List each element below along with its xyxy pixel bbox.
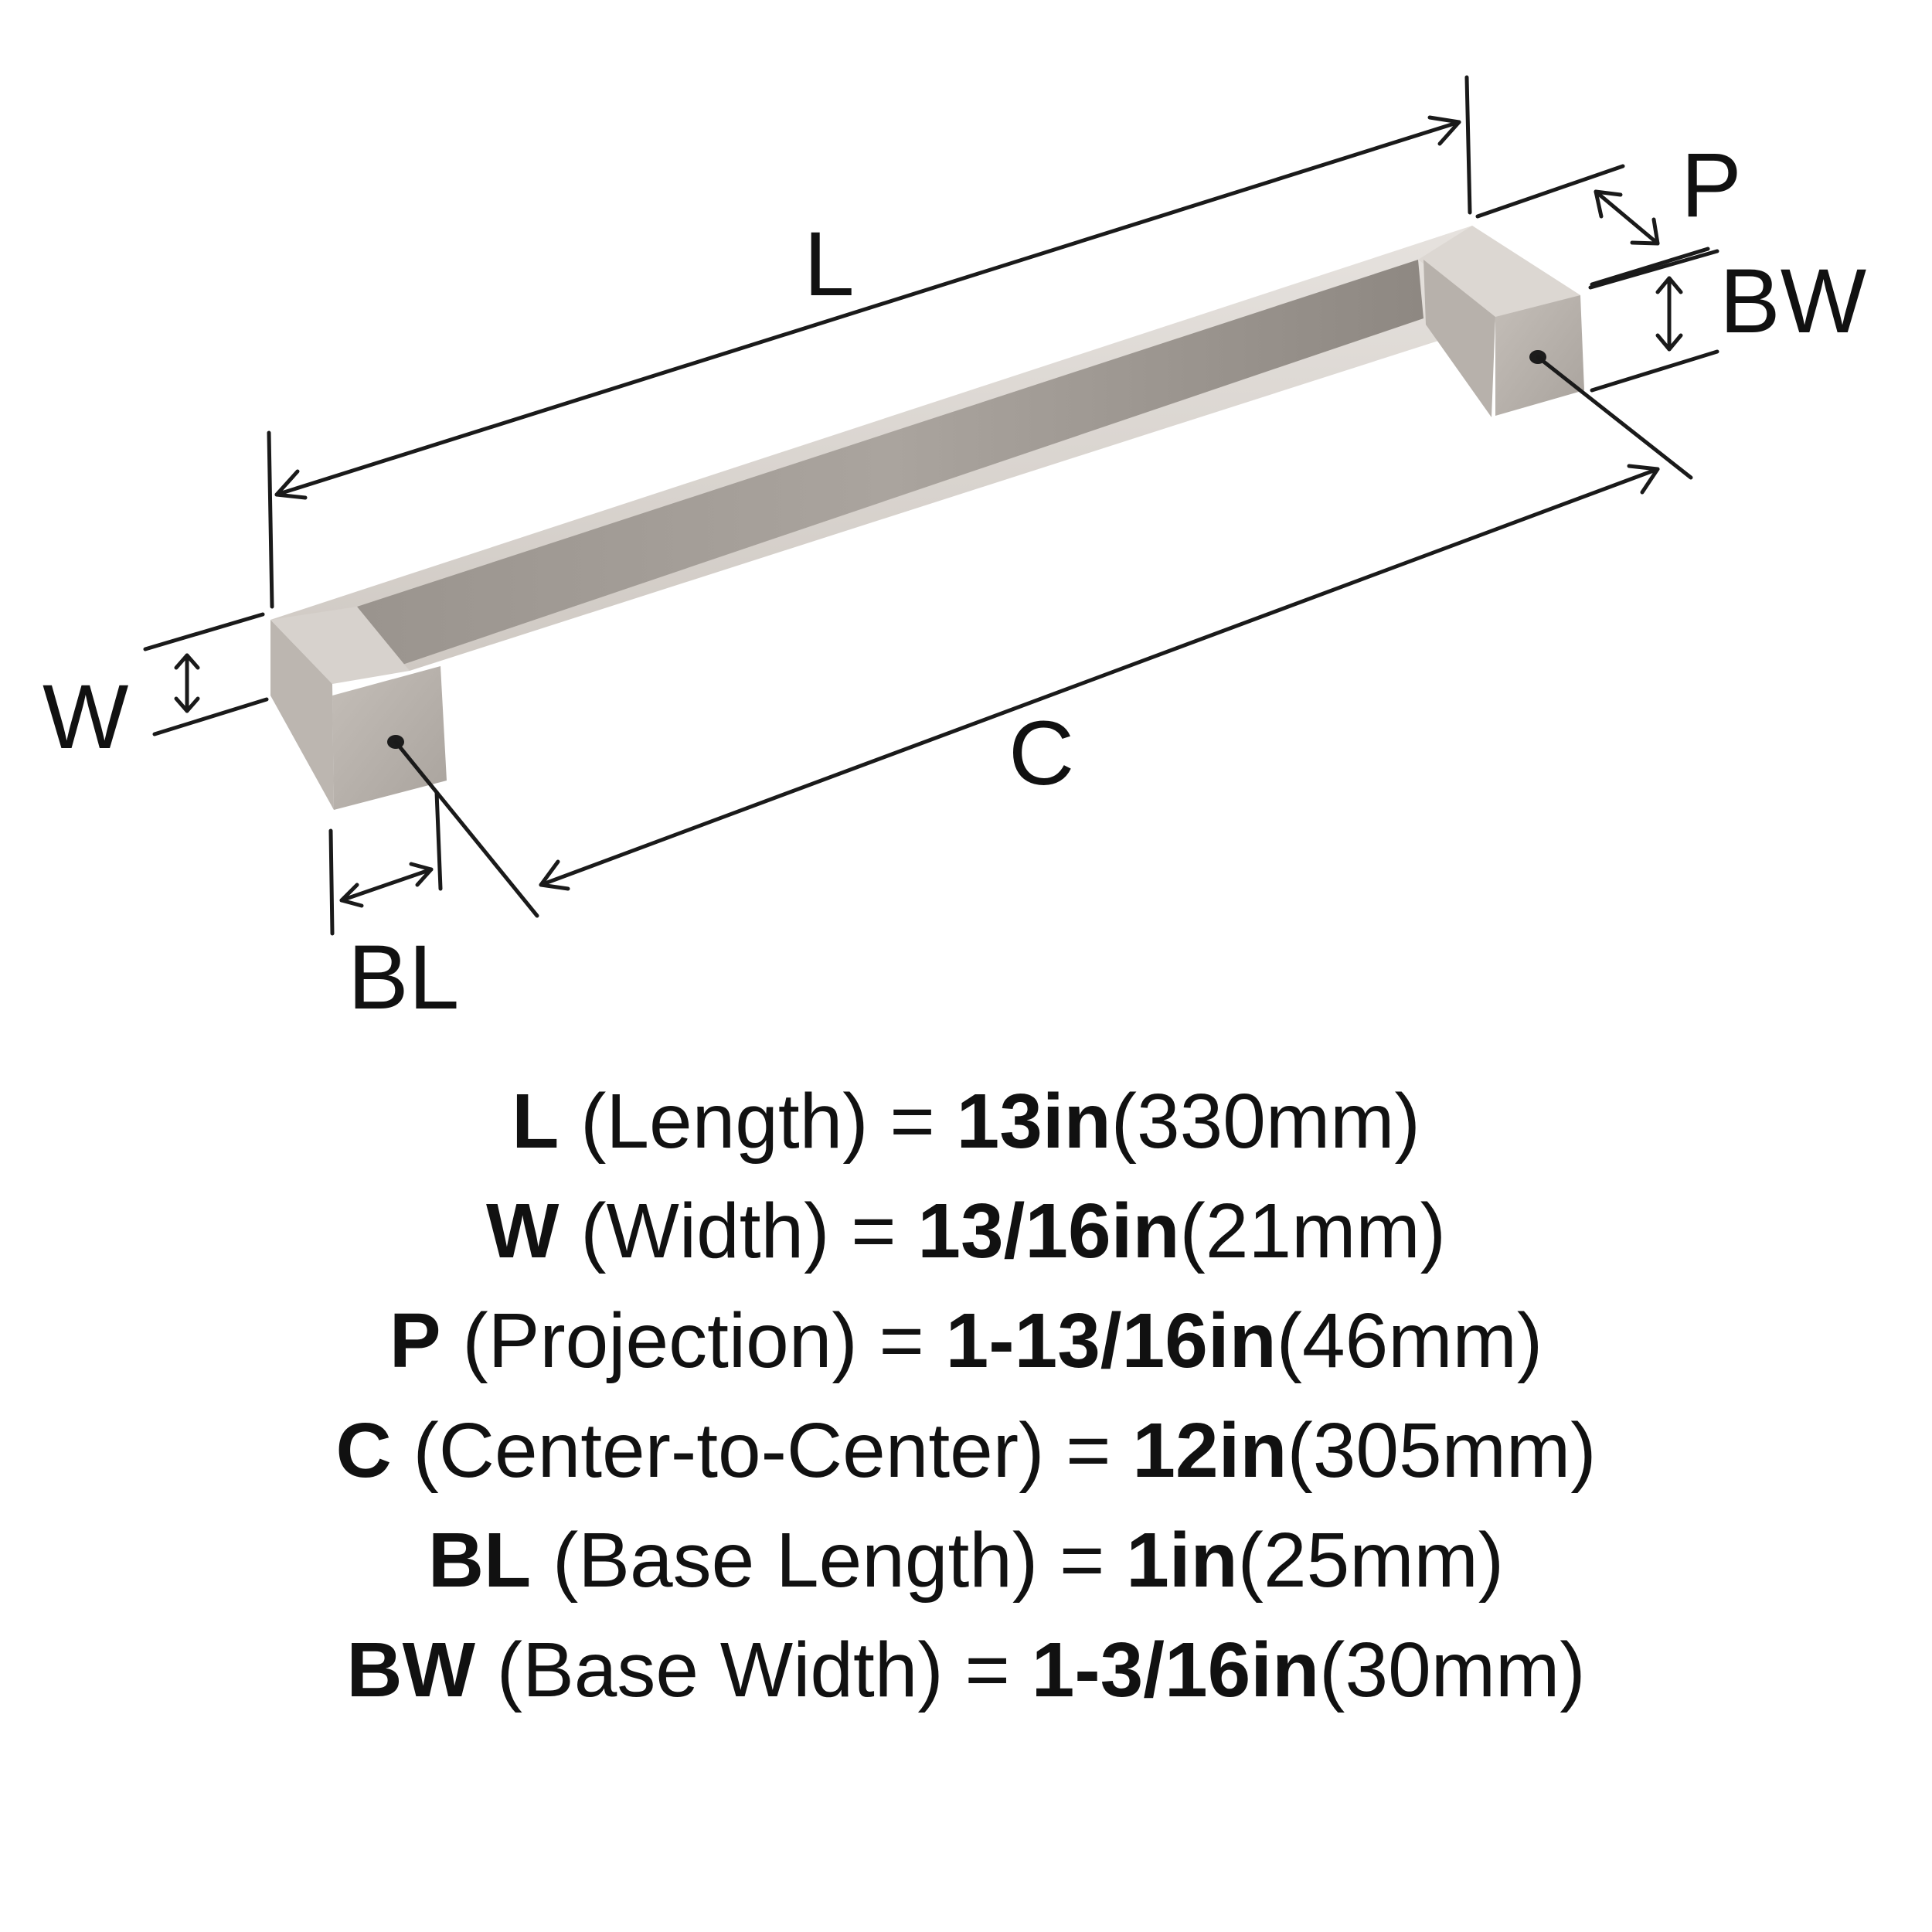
width-arrow-top-icon: [174, 653, 200, 670]
width-extension-bottom: [152, 697, 269, 736]
base-length-dimension-line: [339, 867, 434, 903]
spec-value: 1-13/16in: [945, 1298, 1277, 1384]
base-width-extension-bottom: [1590, 349, 1719, 393]
spec-key: C: [335, 1407, 392, 1494]
spec-metric: (25mm): [1237, 1517, 1505, 1604]
projection-arrow-top-icon: [1594, 189, 1623, 219]
spec-metric: (330mm): [1111, 1078, 1420, 1165]
spec-equals: =: [851, 1188, 896, 1274]
handle-illustration: [270, 226, 1584, 810]
spec-key: L: [512, 1078, 560, 1165]
center-arrow-right-icon: [1627, 464, 1660, 495]
handle-right-top: [1418, 226, 1580, 317]
base-width-arrow-top-icon: [1655, 276, 1683, 294]
dimension-length: L: [267, 75, 1472, 609]
center-leader-right: [1536, 355, 1693, 480]
base-width-label: BW: [1719, 250, 1866, 352]
base-width-extension-top: [1588, 249, 1719, 290]
spec-value: 13/16in: [917, 1188, 1180, 1274]
spec-row-base-length: BL (Base Length) = 1in(25mm): [0, 1505, 1932, 1615]
spec-key: BW: [346, 1627, 475, 1713]
spec-metric: (46mm): [1276, 1298, 1543, 1384]
base-length-arrow-left-icon: [339, 883, 364, 908]
length-arrow-right-icon: [1427, 115, 1461, 146]
spec-value: 1in: [1126, 1517, 1238, 1604]
handle-left-post-side: [270, 620, 334, 810]
width-arrow-bottom-icon: [174, 696, 200, 713]
length-extension-right: [1464, 75, 1472, 215]
projection-extension-top: [1475, 164, 1625, 219]
spec-equals: =: [889, 1078, 935, 1165]
dimension-base-width: BW: [1588, 249, 1866, 393]
width-extension-top: [143, 612, 265, 651]
spec-row-base-width: BW (Base Width) = 1-3/16in(30mm): [0, 1615, 1932, 1725]
base-length-extension-left: [328, 828, 335, 936]
spec-row-length: L (Length) = 13in(330mm): [0, 1066, 1932, 1176]
center-leader-left: [393, 740, 539, 918]
spec-key: W: [486, 1188, 560, 1274]
projection-arrow-bottom-icon: [1630, 217, 1660, 246]
handle-bar-inner: [357, 260, 1423, 666]
spec-equals: =: [1066, 1407, 1111, 1494]
spec-equals: =: [964, 1627, 1010, 1713]
base-width-arrow-bottom-icon: [1655, 333, 1683, 352]
length-extension-left: [267, 430, 274, 609]
spec-name: (Length): [580, 1078, 869, 1165]
spec-name: (Base Length): [553, 1517, 1039, 1604]
spec-row-center-to-center: C (Center-to-Center) = 12in(305mm): [0, 1396, 1932, 1505]
length-arrow-left-icon: [274, 469, 308, 500]
spec-metric: (30mm): [1319, 1627, 1586, 1713]
spec-metric: (305mm): [1287, 1407, 1597, 1494]
spec-value: 13in: [956, 1078, 1111, 1165]
spec-metric: (21mm): [1179, 1188, 1446, 1274]
length-dimension-line: [274, 120, 1461, 497]
dimension-projection: P: [1475, 134, 1742, 287]
center-arrow-left-icon: [539, 859, 570, 891]
specification-list: L (Length) = 13in(330mm) W (Width) = 13/…: [0, 1066, 1932, 1725]
spec-key: P: [389, 1298, 441, 1384]
base-length-extension-right: [434, 790, 443, 891]
spec-row-projection: P (Projection) = 1-13/16in(46mm): [0, 1286, 1932, 1396]
projection-extension-bottom: [1590, 247, 1710, 287]
spec-value: 1-3/16in: [1031, 1627, 1320, 1713]
spec-name: (Base Width): [496, 1627, 944, 1713]
handle-left-top: [270, 607, 410, 684]
length-label: L: [804, 213, 855, 315]
center-label: C: [1009, 702, 1074, 804]
width-label: W: [43, 666, 128, 768]
dimension-width: W: [43, 612, 269, 768]
spec-key: BL: [427, 1517, 532, 1604]
center-dimension-line: [539, 467, 1660, 887]
spec-equals: =: [879, 1298, 924, 1384]
spec-name: (Projection): [462, 1298, 858, 1384]
handle-right-post-side: [1423, 260, 1495, 417]
base-length-label: BL: [348, 927, 459, 1029]
dimension-center-to-center: C: [393, 355, 1693, 918]
projection-dimension-line: [1594, 189, 1660, 246]
spec-value: 12in: [1132, 1407, 1287, 1494]
dimension-base-length: BL: [328, 790, 459, 1029]
spec-equals: =: [1059, 1517, 1105, 1604]
projection-label: P: [1681, 134, 1742, 236]
spec-name: (Width): [580, 1188, 830, 1274]
base-length-arrow-right-icon: [409, 862, 434, 887]
dimension-diagram: L P BW W C: [43, 75, 1866, 1029]
spec-name: (Center-to-Center): [413, 1407, 1045, 1494]
spec-row-width: W (Width) = 13/16in(21mm): [0, 1176, 1932, 1286]
